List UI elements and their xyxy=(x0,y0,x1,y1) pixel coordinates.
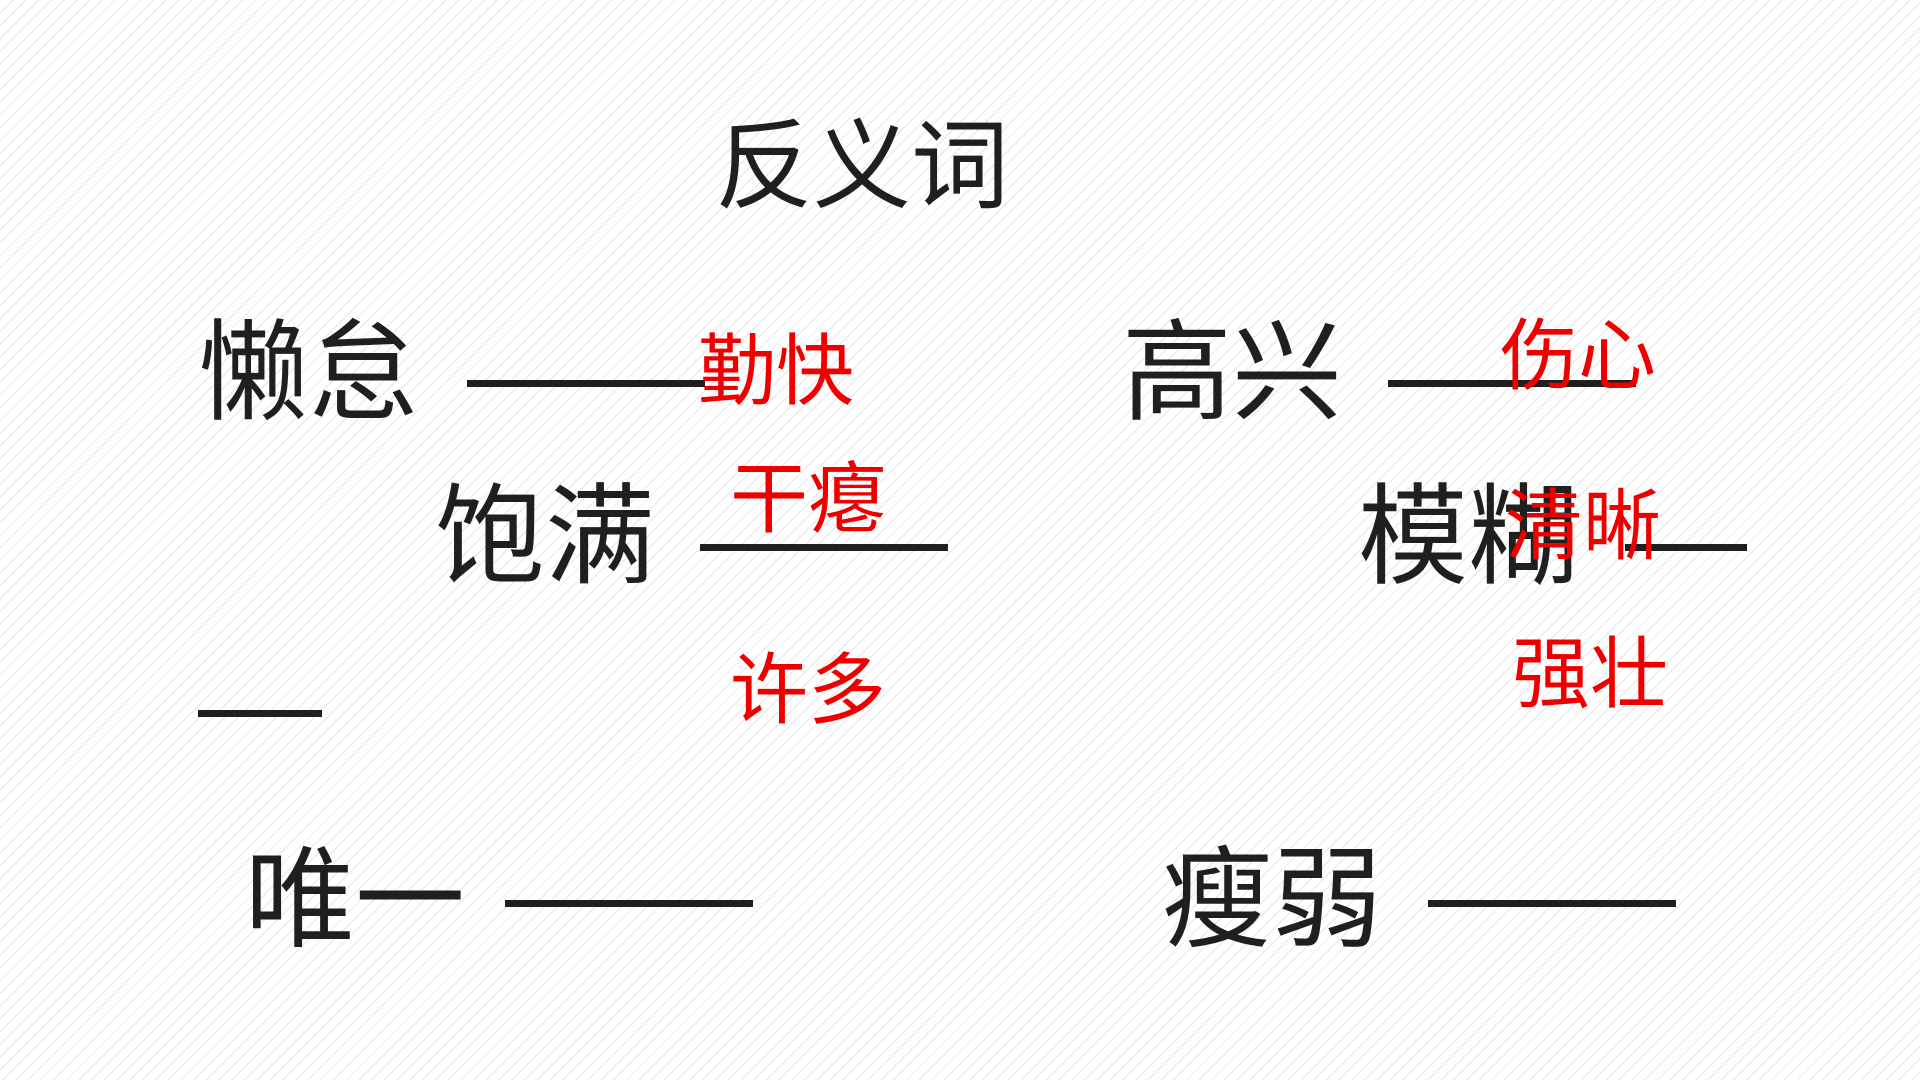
answer-blank-full xyxy=(700,544,948,551)
word-blurry: 模糊 xyxy=(1358,473,1578,601)
word-lazy: 懒怠 xyxy=(198,309,418,437)
answer-blank-full-wrap xyxy=(198,710,322,717)
answer-lazy: 勤快 xyxy=(698,327,855,417)
word-only: 唯一 xyxy=(245,836,465,964)
answer-thin-weak: 强壮 xyxy=(1512,630,1669,720)
answer-full: 干瘪 xyxy=(730,455,887,545)
answer-happy: 伤心 xyxy=(1500,312,1657,402)
word-full: 饱满 xyxy=(435,473,655,601)
slide-title: 反义词 xyxy=(715,110,1010,224)
answer-blank-blurry xyxy=(1625,544,1747,551)
answer-blank-happy xyxy=(1388,380,1636,387)
answer-blurry: 清晰 xyxy=(1505,482,1662,572)
answer-blank-lazy xyxy=(467,380,705,387)
answer-only: 许多 xyxy=(730,646,887,736)
word-happy: 高兴 xyxy=(1122,309,1342,437)
answer-blank-only xyxy=(505,900,753,907)
word-thin-weak: 瘦弱 xyxy=(1162,836,1382,964)
answer-blank-thin-weak xyxy=(1428,900,1676,907)
